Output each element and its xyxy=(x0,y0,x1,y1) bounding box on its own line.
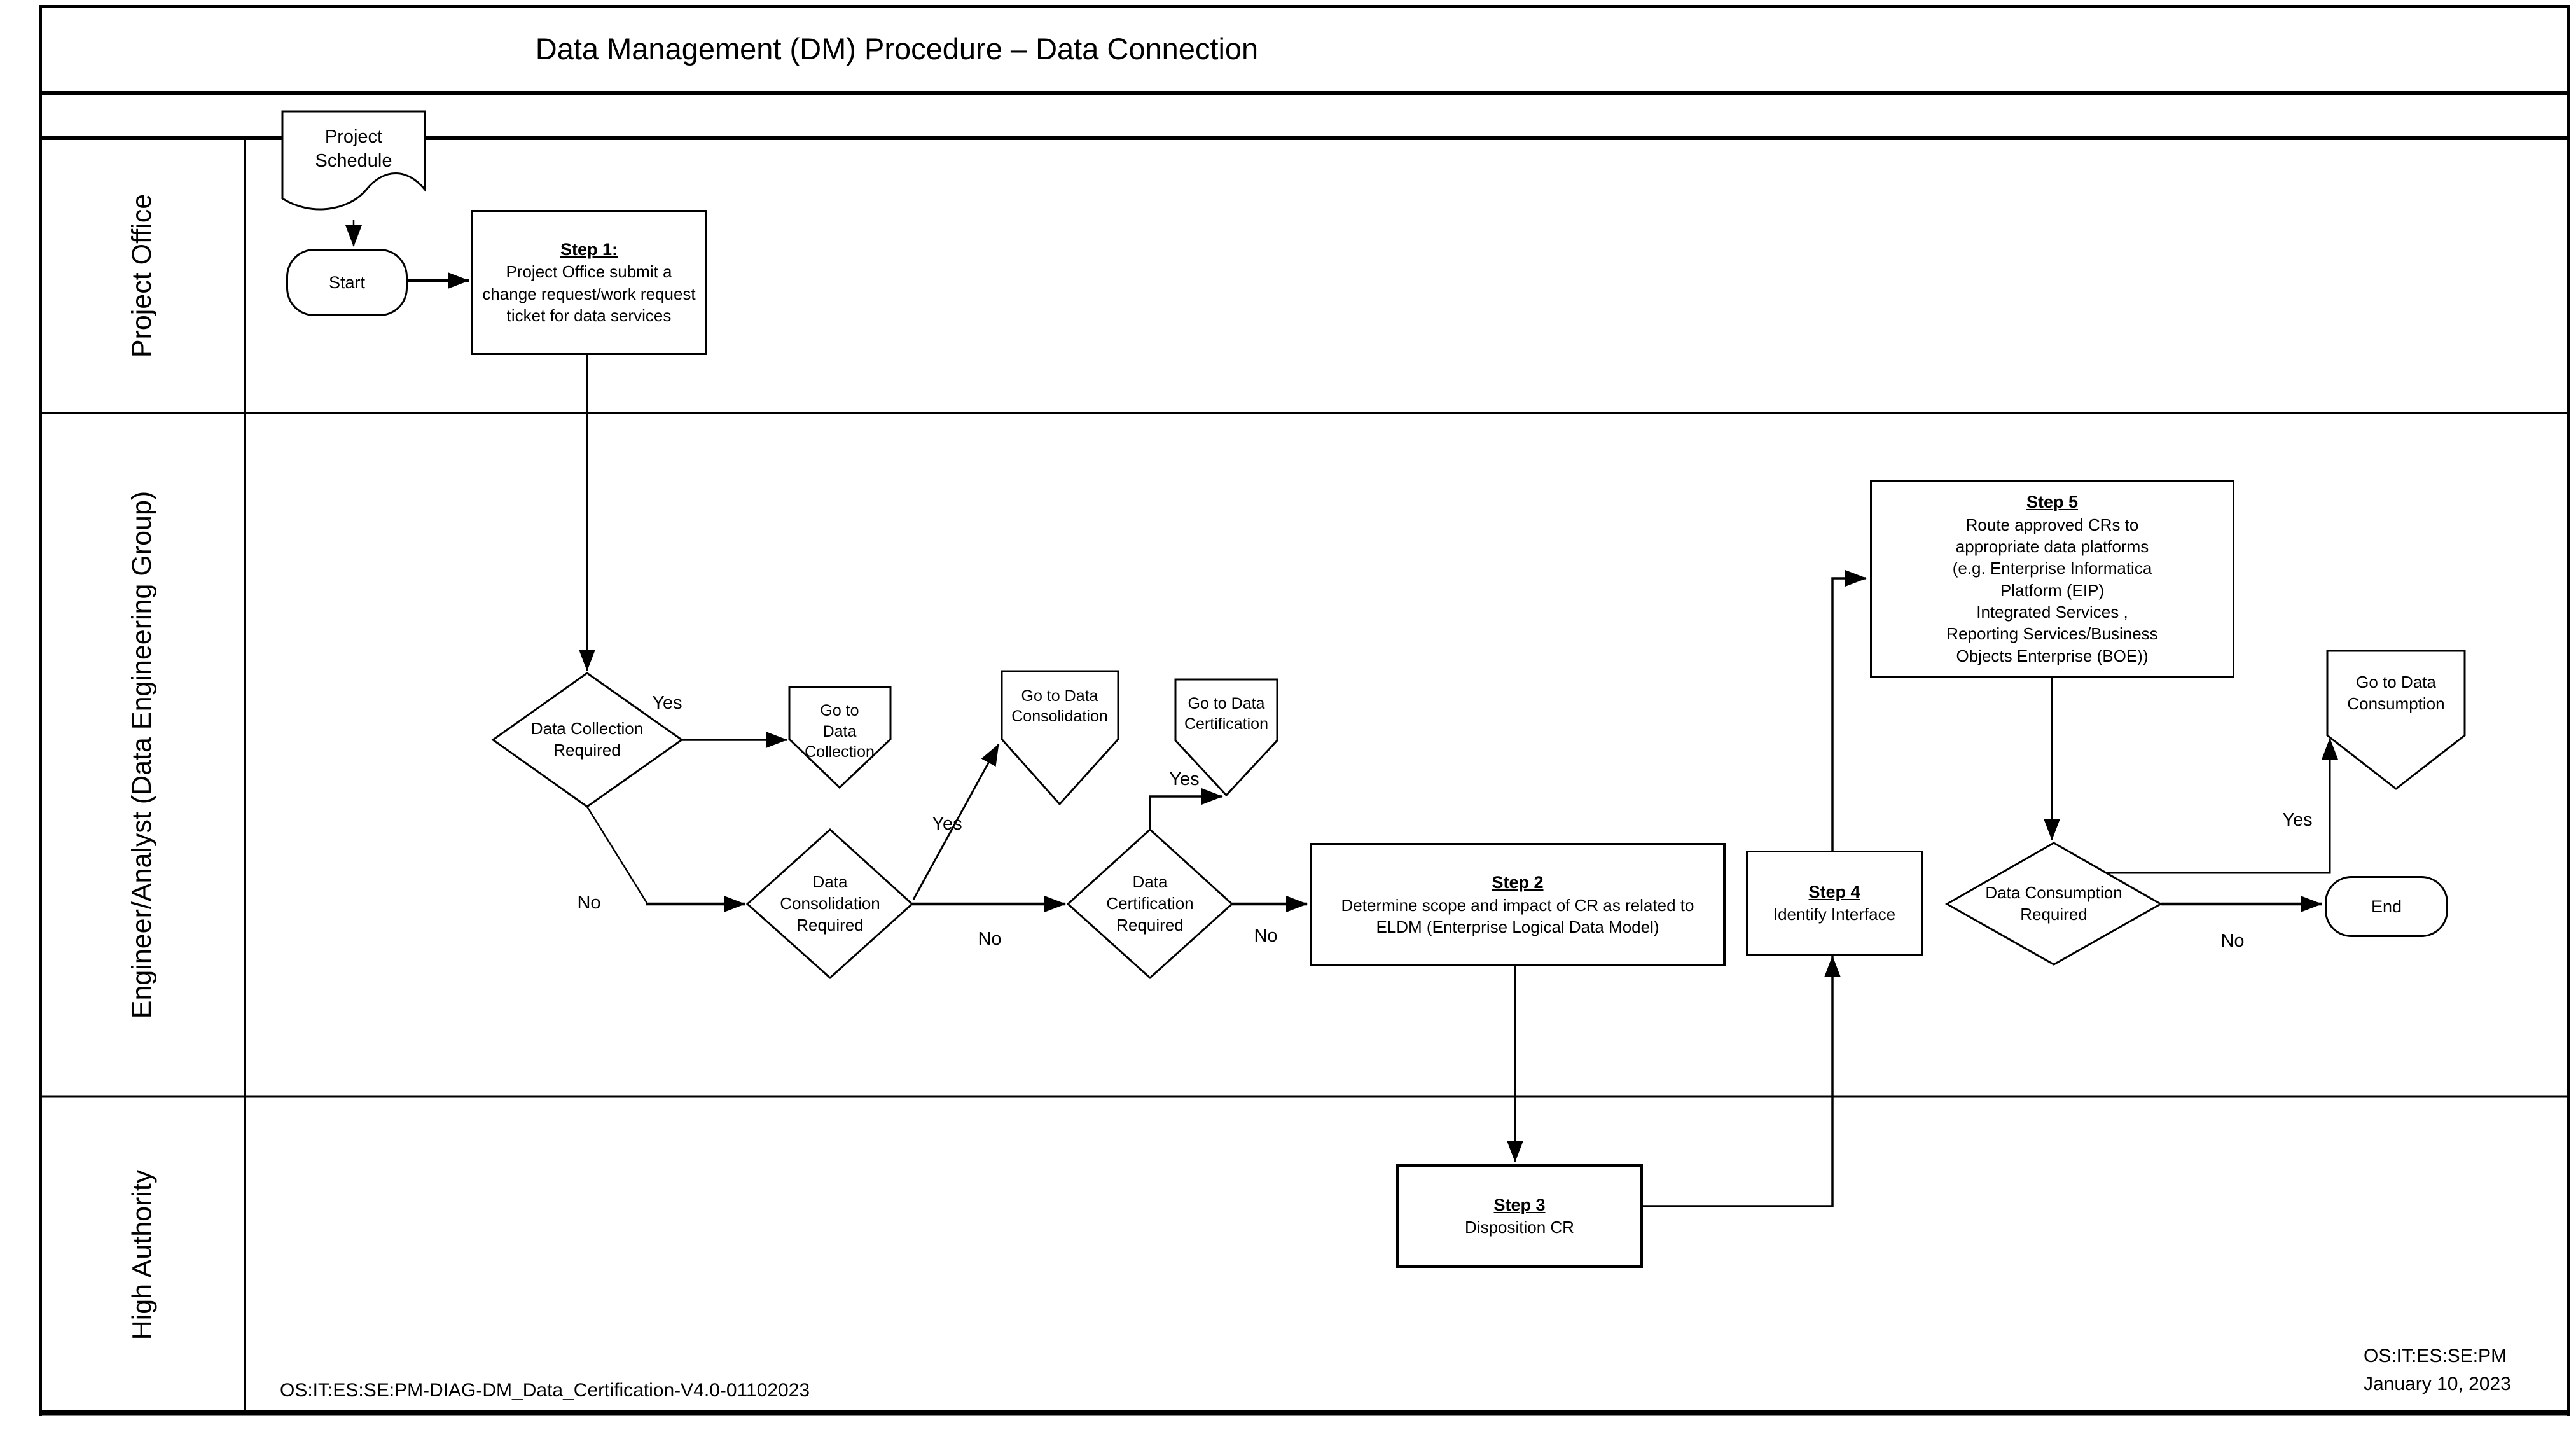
start-node: Start xyxy=(286,249,408,316)
edge-label-consumption-no: No xyxy=(2220,931,2245,952)
edge-label-certification-yes: Yes xyxy=(1169,769,1200,790)
document-shape-project-schedule xyxy=(281,110,426,211)
goto-label-data-collection: Go to Data Collection xyxy=(805,702,875,761)
step1-header: Step 1: xyxy=(560,239,618,259)
step5-header: Step 5 xyxy=(2026,492,2079,512)
edge-label-consumption-yes: Yes xyxy=(2282,810,2313,831)
step2-box: Step 2 Determine scope and impact of CR … xyxy=(1310,843,1726,966)
arrow-step3-to-step4 xyxy=(1638,956,1841,1207)
arrow-consolidation-yes xyxy=(912,744,1000,900)
goto-label-data-consolidation: Go to Data Consolidation xyxy=(1011,686,1108,726)
decision-diamond-data-consumption xyxy=(1944,842,2163,966)
step5-body: Route approved CRs to appropriate data p… xyxy=(1946,515,2158,665)
edge-label-certification-no: No xyxy=(1254,926,1278,947)
decision-label-data-consumption: Data Consumption Required xyxy=(1985,883,2122,924)
offpage-connector-data-consumption xyxy=(2326,650,2466,790)
edge-label-consolidation-no: No xyxy=(978,929,1002,950)
step3-body: Disposition CR xyxy=(1465,1218,1574,1237)
decision-label-data-consolidation: Data Consolidation Required xyxy=(780,872,880,935)
footer-right-block: OS:IT:ES:SE:PM January 10, 2023 xyxy=(2364,1342,2542,1398)
step4-header: Step 4 xyxy=(1808,882,1860,901)
step4-body: Identify Interface xyxy=(1773,905,1896,924)
offpage-connector-data-consolidation xyxy=(1001,670,1119,806)
step4-box: Step 4 Identify Interface xyxy=(1746,851,1923,956)
goto-label-data-consumption: Go to Data Consumption xyxy=(2347,672,2445,713)
step5-box: Step 5 Route approved CRs to appropriate… xyxy=(1870,480,2234,678)
document-label-project-schedule: Project Schedule xyxy=(315,127,392,171)
offpage-connector-data-collection xyxy=(788,686,892,789)
footer-date: January 10, 2023 xyxy=(2364,1373,2511,1394)
decision-diamond-data-consolidation xyxy=(745,828,914,980)
step1-box: Step 1: Project Office submit a change r… xyxy=(471,210,707,355)
page-title: Data Management (DM) Procedure – Data Co… xyxy=(535,32,1259,66)
swimlane-grid xyxy=(39,5,2570,1416)
step1-body: Project Office submit a change request/w… xyxy=(482,262,696,325)
line-collection-no-diagonal xyxy=(586,806,649,905)
lane-label-engineer-analyst: Engineer/Analyst (Data Engineering Group… xyxy=(127,490,158,1019)
edge-label-consolidation-yes: Yes xyxy=(932,814,962,835)
lane-label-project-office: Project Office xyxy=(127,193,157,358)
edge-label-collection-yes: Yes xyxy=(652,693,682,714)
arrow-consumption-yes xyxy=(2106,738,2338,874)
step3-header: Step 3 xyxy=(1493,1195,1546,1214)
footer-org-code: OS:IT:ES:SE:PM xyxy=(2364,1345,2507,1366)
connectors xyxy=(345,220,2338,1207)
step3-box: Step 3 Disposition CR xyxy=(1396,1164,1643,1268)
arrow-step4-to-step5 xyxy=(1831,570,1867,851)
footer-document-id: OS:IT:ES:SE:PM-DIAG-DM_Data_Certificatio… xyxy=(280,1380,810,1401)
lane-engineer-analyst: Engineer/Analyst (Data Engineering Group… xyxy=(39,413,245,1097)
decision-label-data-certification: Data Certification Required xyxy=(1106,872,1194,935)
end-node: End xyxy=(2325,876,2448,937)
goto-label-data-certification: Go to Data Certification xyxy=(1184,694,1268,733)
offpage-connector-data-certification xyxy=(1174,678,1278,797)
decision-diamond-data-certification xyxy=(1066,828,1234,980)
step2-body: Determine scope and impact of CR as rela… xyxy=(1341,895,1694,936)
edge-label-collection-no: No xyxy=(577,893,601,914)
lane-high-authority: High Authority xyxy=(39,1097,245,1413)
decision-label-data-collection: Data Collection Required xyxy=(530,719,644,760)
lane-label-high-authority: High Authority xyxy=(126,1169,157,1340)
lane-project-office: Project Office xyxy=(39,138,245,413)
step2-header: Step 2 xyxy=(1492,872,1544,892)
arrow-certification-yes xyxy=(1149,788,1223,830)
